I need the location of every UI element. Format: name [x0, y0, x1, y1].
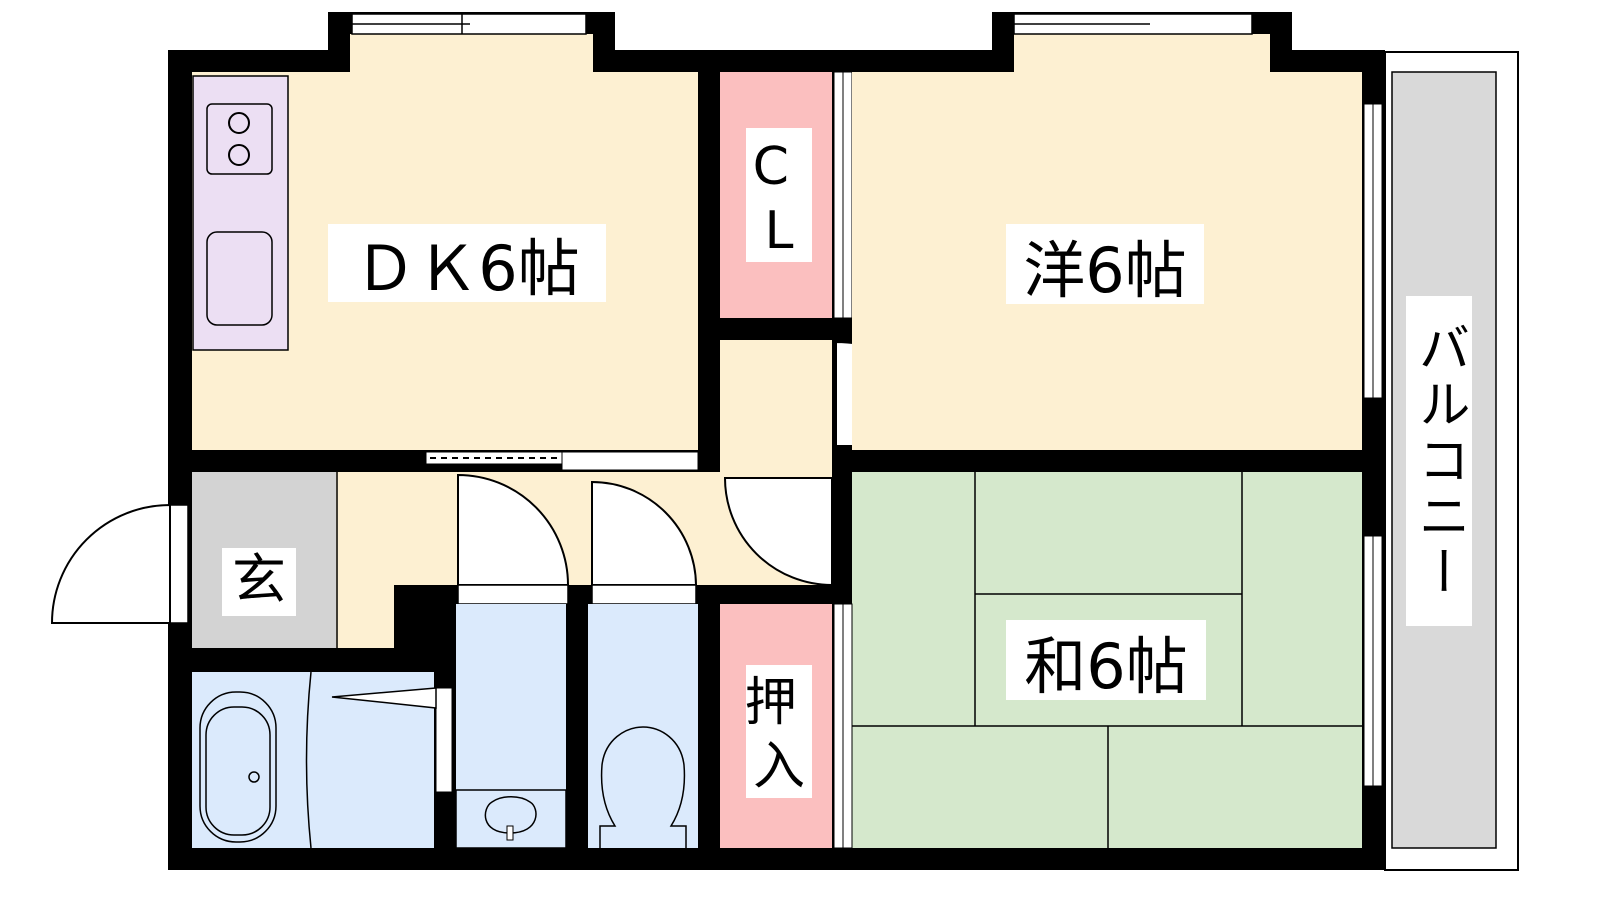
entrance: 玄	[50, 472, 336, 648]
room-dk: ＤＫ6帖	[192, 13, 699, 471]
oshiire-closet: 押 入	[720, 604, 832, 848]
door-toilet[interactable]	[591, 480, 698, 586]
door-japanese-room[interactable]	[723, 477, 833, 587]
toilet-icon	[599, 726, 687, 848]
closet: C L	[720, 71, 853, 319]
oshiire-label: 押 入	[745, 673, 814, 797]
kitchen-counter	[192, 75, 289, 351]
balcony	[1384, 51, 1519, 871]
dk-label: ＤＫ6帖	[354, 232, 579, 305]
tatami-mats	[852, 472, 1362, 848]
closet-label: C L	[753, 137, 806, 261]
sink-icon	[206, 231, 273, 326]
door-washroom[interactable]	[457, 473, 570, 586]
bathroom	[192, 671, 453, 849]
stove-burner-icon	[228, 112, 250, 134]
washroom	[455, 604, 567, 849]
stove-burner-icon	[228, 144, 250, 166]
room-western: 洋6帖	[852, 13, 1383, 450]
western-room-label: 洋6帖	[1023, 234, 1186, 307]
toilet-room	[588, 604, 698, 848]
bathtub-icon	[199, 691, 277, 843]
room-japanese: 和6帖	[833, 472, 1383, 849]
washbasin-icon	[484, 796, 537, 834]
balcony-label: バルコニー	[1406, 296, 1472, 626]
front-door[interactable]	[50, 503, 171, 624]
entrance-label: 玄	[232, 548, 286, 611]
japanese-room-label: 和6帖	[1024, 630, 1187, 703]
